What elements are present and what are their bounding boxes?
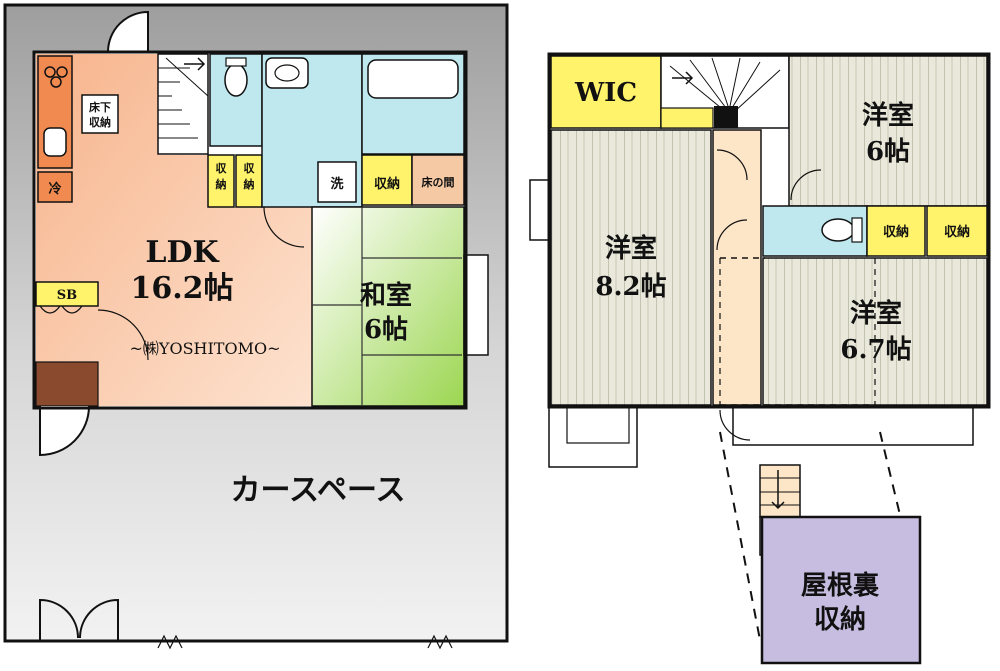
fridge-label: 冷 bbox=[48, 181, 61, 197]
stairs-floor1 bbox=[157, 53, 209, 155]
toilet2-icon bbox=[821, 218, 855, 242]
garage-door-icon bbox=[39, 598, 119, 640]
yoshitsu-a-window bbox=[529, 179, 551, 241]
ldk-room bbox=[36, 54, 312, 406]
wic-room bbox=[550, 55, 662, 129]
ldk-size: 16.2帖 bbox=[130, 271, 233, 306]
carspace-door bbox=[107, 10, 149, 53]
genkan-floor bbox=[35, 361, 99, 407]
fridge-area bbox=[37, 171, 73, 203]
stairs-arrow-icon bbox=[184, 57, 206, 71]
yoshitsu-a-size: 8.2帖 bbox=[595, 272, 666, 302]
storage-e-label: 収納 bbox=[944, 224, 970, 240]
washitsu-size: 6帖 bbox=[364, 315, 408, 345]
washing-label: 洗 bbox=[330, 176, 343, 192]
balcony-right bbox=[732, 406, 974, 446]
toilet-icon bbox=[224, 63, 248, 97]
storage-b-label-2: 納 bbox=[244, 177, 255, 191]
sink-icon bbox=[43, 127, 67, 157]
stairs2-arrow-icon bbox=[672, 71, 694, 85]
ldk-name: LDK bbox=[145, 235, 219, 270]
attic-ladder bbox=[759, 464, 801, 518]
storage-d bbox=[866, 205, 926, 257]
hallway-f2 bbox=[712, 129, 762, 406]
storage-c-label: 収納 bbox=[374, 176, 400, 192]
tokonoma-label: 床の間 bbox=[422, 175, 455, 189]
storage-b-label-1: 収 bbox=[244, 162, 256, 175]
yoshitsu-b bbox=[788, 55, 988, 207]
attic-label-1: 屋根裏 bbox=[801, 570, 880, 601]
sb-label: SB bbox=[57, 288, 77, 303]
attic-storage bbox=[760, 515, 922, 665]
yoshitsu-a-name: 洋室 bbox=[605, 233, 657, 264]
washing-machine bbox=[317, 161, 357, 203]
shoe-box bbox=[35, 281, 99, 307]
underfloor-label-1: 床下 bbox=[89, 100, 111, 114]
washitsu-window bbox=[463, 254, 489, 356]
storage-e bbox=[926, 205, 988, 257]
washbasin-icon bbox=[265, 57, 309, 89]
genkan-door bbox=[39, 405, 90, 457]
underfloor-storage bbox=[81, 94, 119, 134]
stove-icon bbox=[44, 66, 56, 78]
underfloor-label-2: 収納 bbox=[89, 115, 111, 129]
yoshitsu-b-name: 洋室 bbox=[862, 100, 914, 131]
storage-a-label-2: 納 bbox=[216, 177, 227, 191]
attic-arrow-icon bbox=[771, 470, 785, 510]
washitsu-room bbox=[311, 206, 465, 407]
carspace-label: カースペース bbox=[231, 473, 406, 508]
attic-label-2: 収納 bbox=[814, 604, 866, 635]
yoshitsu-c-size: 6.7帖 bbox=[840, 335, 911, 365]
yoshitsu-b-size: 6帖 bbox=[866, 137, 910, 167]
yoshitsu-a bbox=[550, 129, 712, 406]
washitsu-name: 和室 bbox=[360, 280, 412, 311]
yoshitsu-c-name: 洋室 bbox=[850, 298, 902, 329]
storage-a-label-1: 収 bbox=[216, 162, 228, 175]
wic-label: WIC bbox=[574, 78, 637, 108]
storage-a bbox=[207, 154, 235, 208]
bathtub-icon bbox=[367, 59, 459, 99]
watermark: ~㈱YOSHITOMO~ bbox=[129, 339, 280, 358]
storage-d-label: 収納 bbox=[883, 224, 909, 240]
tokonoma bbox=[411, 154, 465, 206]
